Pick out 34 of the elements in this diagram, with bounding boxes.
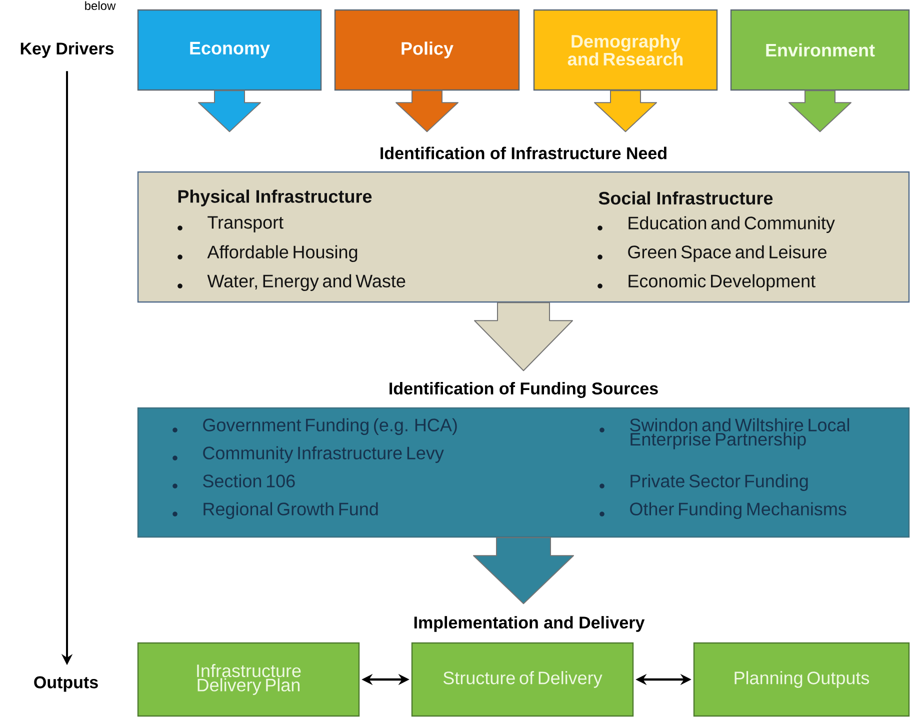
bullet-item: Other Funding Mechanisms — [600, 502, 846, 519]
bullet-item: Transport — [178, 216, 284, 232]
block-arrow — [788, 90, 852, 132]
bullet-item: Private Sector Funding — [600, 474, 808, 491]
bullet-item: Education and Community — [598, 216, 835, 233]
section-heading: Identification of Funding Sources — [390, 382, 658, 398]
output-box: Planning Outputs — [693, 642, 910, 717]
side-label: Outputs — [34, 676, 98, 692]
bullet-item: Water, Energy and Waste — [178, 274, 406, 291]
bullet-item: Green Space and Leisure — [598, 245, 826, 262]
driver-box: Policy — [334, 9, 520, 91]
bullet-item: Affordable Housing — [178, 245, 358, 262]
side-label: Implementation and Delivery — [414, 616, 645, 632]
side-label: Key Drivers — [20, 42, 114, 58]
bullet-item: Section 106 — [172, 474, 295, 488]
bullet-item: Economic Development — [598, 274, 816, 291]
driver-box: Environment — [730, 9, 910, 91]
driver-box: Economy — [137, 9, 322, 91]
bullet-item: Community Infrastructure Levy — [172, 446, 444, 463]
block-arrow — [198, 90, 261, 132]
driver-box: Demography and Research — [533, 9, 718, 91]
column-heading: Physical Infrastructure — [178, 190, 372, 206]
bullet-item: Regional Growth Fund — [172, 502, 378, 519]
bullet-item: Swindon and Wiltshire Local Enterprise Partnership — [600, 418, 850, 450]
block-arrow — [474, 302, 573, 372]
block-arrow — [594, 90, 657, 132]
output-box: Infrastructure Delivery Plan — [137, 642, 360, 717]
bullet-item: Government Funding (e.g. HCA) — [172, 418, 457, 435]
column-heading: Social Infrastructure — [598, 191, 773, 205]
output-box: Structure of Delivery — [411, 642, 634, 717]
block-arrow — [473, 537, 574, 604]
block-arrow — [396, 90, 458, 132]
section-heading: Identification of Infrastructure Need — [380, 146, 666, 160]
caption-fragment: below — [85, 1, 116, 10]
